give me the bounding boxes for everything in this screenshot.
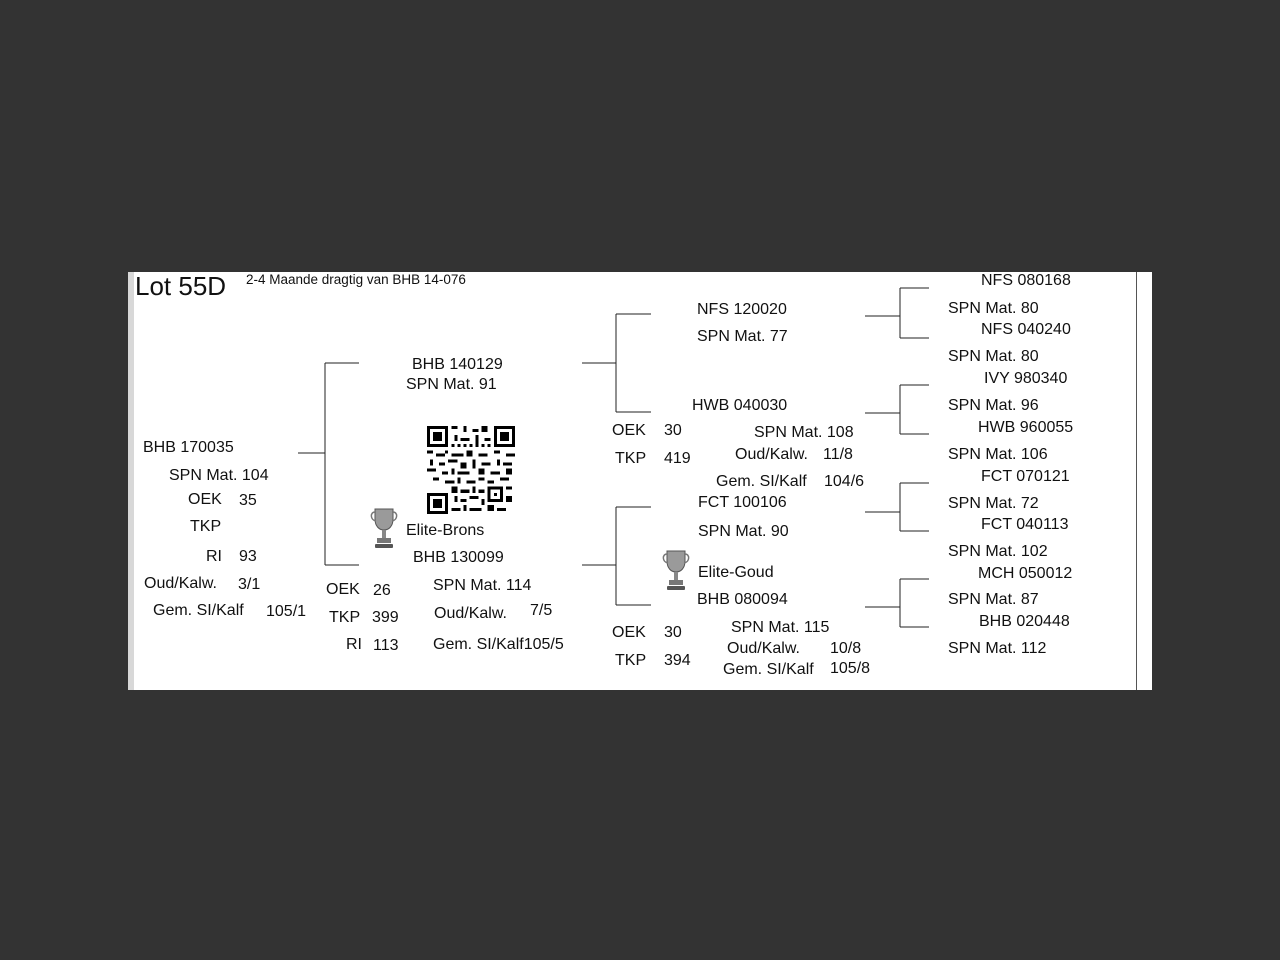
ggp-2-spn: SPN Mat. 80 xyxy=(948,348,1039,365)
sire-dam-oud-value: 11/8 xyxy=(823,446,853,463)
dam-dam-oek-value: 30 xyxy=(664,624,682,641)
animal-oek-label: OEK xyxy=(188,491,222,508)
animal-id: BHB 170035 xyxy=(143,439,234,456)
ggp-6-id: FCT 040113 xyxy=(981,516,1069,533)
dam-ri-value: 113 xyxy=(373,637,399,654)
dam-gem: Gem. SI/Kalf105/5 xyxy=(433,636,564,653)
ggp-5-id: FCT 070121 xyxy=(981,468,1070,485)
sire-dam-gem-label: Gem. SI/Kalf xyxy=(716,473,807,490)
dam-sire-spn: SPN Mat. 90 xyxy=(698,523,789,540)
trophy-icon xyxy=(662,550,690,590)
animal-spn: SPN Mat. 104 xyxy=(169,467,269,484)
dam-tkp-label: TKP xyxy=(329,609,361,626)
lot-number: Lot 55D xyxy=(135,272,227,301)
sire-dam-oek-label: OEK xyxy=(612,422,646,439)
ggp-4-spn: SPN Mat. 106 xyxy=(948,446,1048,463)
sire-dam-tkp-label: TKP xyxy=(615,450,647,467)
ggp-5-spn: SPN Mat. 72 xyxy=(948,495,1039,512)
pedigree-connector-lines xyxy=(298,287,929,628)
qr-code xyxy=(427,426,515,514)
dam-dam-gem-value: 105/8 xyxy=(830,660,871,677)
sheet-right-edge xyxy=(1136,272,1137,690)
animal-ri-value: 93 xyxy=(239,548,257,565)
dam-tkp-value: 399 xyxy=(372,609,399,626)
animal-ri-label: RI xyxy=(206,548,222,565)
dam-dam-oud-label: Oud/Kalw. xyxy=(727,640,800,657)
ggp-3-id: IVY 980340 xyxy=(984,370,1068,387)
dam-id: BHB 130099 xyxy=(413,549,504,566)
dam-dam-oud-value: 10/8 xyxy=(830,640,862,657)
dam-dam-spn: SPN Mat. 115 xyxy=(731,619,830,636)
sire-spn: SPN Mat. 91 xyxy=(406,376,497,393)
sheet-left-edge xyxy=(128,272,134,690)
trophy-icon xyxy=(370,508,398,548)
sire-dam-oud-label: Oud/Kalw. xyxy=(735,446,808,463)
sire-sire-id: NFS 120020 xyxy=(697,301,787,318)
sire-dam-gem-value: 104/6 xyxy=(824,473,865,490)
ggp-2-id: NFS 040240 xyxy=(981,321,1071,338)
ggp-6-spn: SPN Mat. 102 xyxy=(948,543,1048,560)
animal-oud-value: 3/1 xyxy=(238,576,261,593)
dam-dam-tkp-label: TKP xyxy=(615,652,647,669)
dam-spn: SPN Mat. 114 xyxy=(433,577,532,594)
animal-tkp-label: TKP xyxy=(190,518,222,535)
dam-dam-award: Elite-Goud xyxy=(698,564,774,581)
ggp-3-spn: SPN Mat. 96 xyxy=(948,397,1039,414)
dam-dam-oek-label: OEK xyxy=(612,624,646,641)
sire-id: BHB 140129 xyxy=(412,356,503,373)
sire-dam-oek-value: 30 xyxy=(664,422,682,439)
animal-gem-label: Gem. SI/Kalf xyxy=(153,602,244,619)
ggp-4-id: HWB 960055 xyxy=(978,419,1074,436)
ggp-8-id: BHB 020448 xyxy=(979,613,1070,630)
dam-ri-label: RI xyxy=(346,636,362,653)
dam-sire-id: FCT 100106 xyxy=(698,494,787,511)
sire-dam-tkp-value: 419 xyxy=(664,450,691,467)
ggp-7-spn: SPN Mat. 87 xyxy=(948,591,1039,608)
dam-dam-gem-label: Gem. SI/Kalf xyxy=(723,661,814,678)
ggp-8-spn: SPN Mat. 112 xyxy=(948,640,1047,657)
sire-sire-spn: SPN Mat. 77 xyxy=(697,328,788,345)
dam-oek-value: 26 xyxy=(373,582,391,599)
sire-dam-spn: SPN Mat. 108 xyxy=(754,424,854,441)
dam-award: Elite-Brons xyxy=(406,522,485,539)
ggp-7-id: MCH 050012 xyxy=(978,565,1073,582)
animal-gem-value: 105/1 xyxy=(266,603,307,620)
sire-dam-id: HWB 040030 xyxy=(692,397,788,414)
animal-oek-value: 35 xyxy=(239,492,257,509)
animal-oud-label: Oud/Kalw. xyxy=(144,575,217,592)
ggp-1-id: NFS 080168 xyxy=(981,272,1071,289)
dam-oud-value: 7/5 xyxy=(530,602,553,619)
pedigree-sheet: Lot 55D 2-4 Maande dragtig van BHB 14-07… xyxy=(128,272,1152,690)
dam-oek-label: OEK xyxy=(326,581,360,598)
dam-dam-id: BHB 080094 xyxy=(697,591,788,608)
ggp-1-spn: SPN Mat. 80 xyxy=(948,300,1039,317)
dam-dam-tkp-value: 394 xyxy=(664,652,691,669)
dam-oud-label: Oud/Kalw. xyxy=(434,605,507,622)
lot-subtitle: 2-4 Maande dragtig van BHB 14-076 xyxy=(246,272,466,287)
